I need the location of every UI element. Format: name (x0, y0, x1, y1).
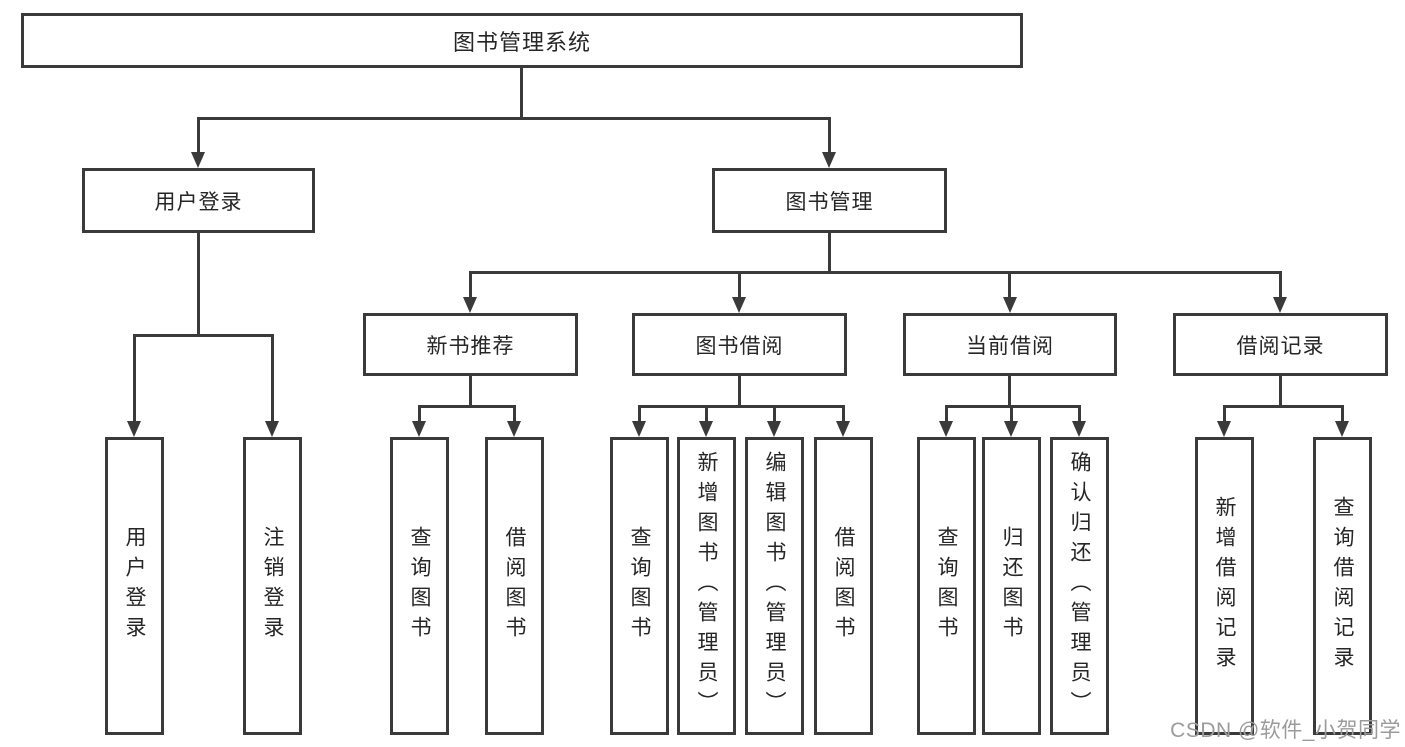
node-root-system: 图书管理系统 (21, 13, 1023, 68)
node-user-login: 用户登录 (82, 168, 315, 233)
arrowhead-icon (632, 421, 646, 437)
connector (1279, 376, 1282, 408)
arrowhead-icon (1003, 297, 1017, 313)
connector (738, 271, 741, 300)
connector (271, 334, 274, 423)
connector (828, 117, 831, 155)
connector (773, 405, 776, 423)
node-label: 查询图书 (408, 526, 431, 646)
connector (1223, 405, 1226, 423)
arrowhead-icon (1273, 297, 1287, 313)
node-label: 新书推荐 (426, 334, 515, 358)
node-label: 图书借阅 (695, 334, 784, 358)
node-label: 用户登录 (154, 190, 243, 214)
connector (469, 271, 1282, 274)
arrowhead-icon (507, 421, 521, 437)
leaf-current-confirm-admin: 确认归还（管理员） (1050, 437, 1109, 735)
connector (1008, 376, 1011, 408)
node-new-book-recommend: 新书推荐 (363, 313, 578, 376)
leaf-record-add: 新增借阅记录 (1195, 437, 1254, 735)
arrowhead-icon (463, 297, 477, 313)
leaf-borrow-edit-admin: 编辑图书（管理员） (745, 437, 804, 735)
node-label: 注销登录 (261, 526, 284, 646)
connector (418, 405, 516, 408)
node-label: 借阅记录 (1236, 334, 1325, 358)
node-label: 借阅图书 (832, 526, 855, 646)
connector (945, 405, 1081, 408)
arrowhead-icon (822, 152, 836, 168)
arrowhead-icon (699, 421, 713, 437)
connector (469, 376, 472, 408)
node-label: 查询图书 (935, 526, 958, 646)
leaf-newbook-borrow: 借阅图书 (485, 437, 544, 735)
connector (1223, 405, 1344, 408)
leaf-borrow-add-admin: 新增图书（管理员） (677, 437, 736, 735)
leaf-borrow-query: 查询图书 (610, 437, 669, 735)
leaf-newbook-query: 查询图书 (390, 437, 449, 735)
node-label: 用户登录 (123, 526, 146, 646)
connector (1008, 271, 1011, 300)
connector (705, 405, 708, 423)
connector (738, 376, 741, 408)
connector (197, 233, 200, 337)
node-borrow-records: 借阅记录 (1173, 313, 1388, 376)
connector (638, 405, 641, 423)
connector (828, 233, 831, 274)
leaf-record-query: 查询借阅记录 (1313, 437, 1372, 735)
node-book-borrow: 图书借阅 (632, 313, 847, 376)
arrowhead-icon (191, 152, 205, 168)
connector (197, 117, 200, 155)
arrowhead-icon (767, 421, 781, 437)
arrowhead-icon (939, 421, 953, 437)
node-label: 图书管理 (785, 190, 874, 214)
node-label: 确认归还（管理员） (1068, 451, 1091, 721)
csdn-watermark: CSDN @软件_小贺同学 (1170, 719, 1401, 742)
node-label: 借阅图书 (503, 526, 526, 646)
arrowhead-icon (1335, 421, 1349, 437)
node-label: 新增借阅记录 (1213, 496, 1236, 676)
node-label: 归还图书 (1000, 526, 1023, 646)
leaf-user-login: 用户登录 (105, 437, 164, 735)
node-label: 查询图书 (628, 526, 651, 646)
connector (520, 68, 523, 120)
leaf-logout: 注销登录 (243, 437, 302, 735)
connector (1010, 405, 1013, 423)
arrowhead-icon (836, 421, 850, 437)
arrowhead-icon (1217, 421, 1231, 437)
node-label: 图书管理系统 (452, 29, 591, 55)
node-label: 编辑图书（管理员） (763, 451, 786, 721)
leaf-borrow-book: 借阅图书 (814, 437, 873, 735)
connector (1279, 271, 1282, 300)
node-label: 新增图书（管理员） (695, 451, 718, 721)
connector (469, 271, 472, 300)
arrowhead-icon (732, 297, 746, 313)
connector (1341, 405, 1344, 423)
node-label: 查询借阅记录 (1331, 496, 1354, 676)
connector (1078, 405, 1081, 423)
arrowhead-icon (265, 421, 279, 437)
connector (513, 405, 516, 423)
arrowhead-icon (1072, 421, 1086, 437)
node-label: 当前借阅 (966, 334, 1054, 358)
arrowhead-icon (1004, 421, 1018, 437)
connector (133, 334, 274, 337)
node-book-management: 图书管理 (712, 168, 947, 233)
arrowhead-icon (412, 421, 426, 437)
connector (842, 405, 845, 423)
leaf-current-query: 查询图书 (917, 437, 976, 735)
arrowhead-icon (127, 421, 141, 437)
leaf-current-return: 归还图书 (982, 437, 1041, 735)
connector (197, 117, 831, 120)
connector (133, 334, 136, 423)
connector (638, 405, 845, 408)
connector (418, 405, 421, 423)
node-current-borrow: 当前借阅 (903, 313, 1117, 376)
connector (945, 405, 948, 423)
